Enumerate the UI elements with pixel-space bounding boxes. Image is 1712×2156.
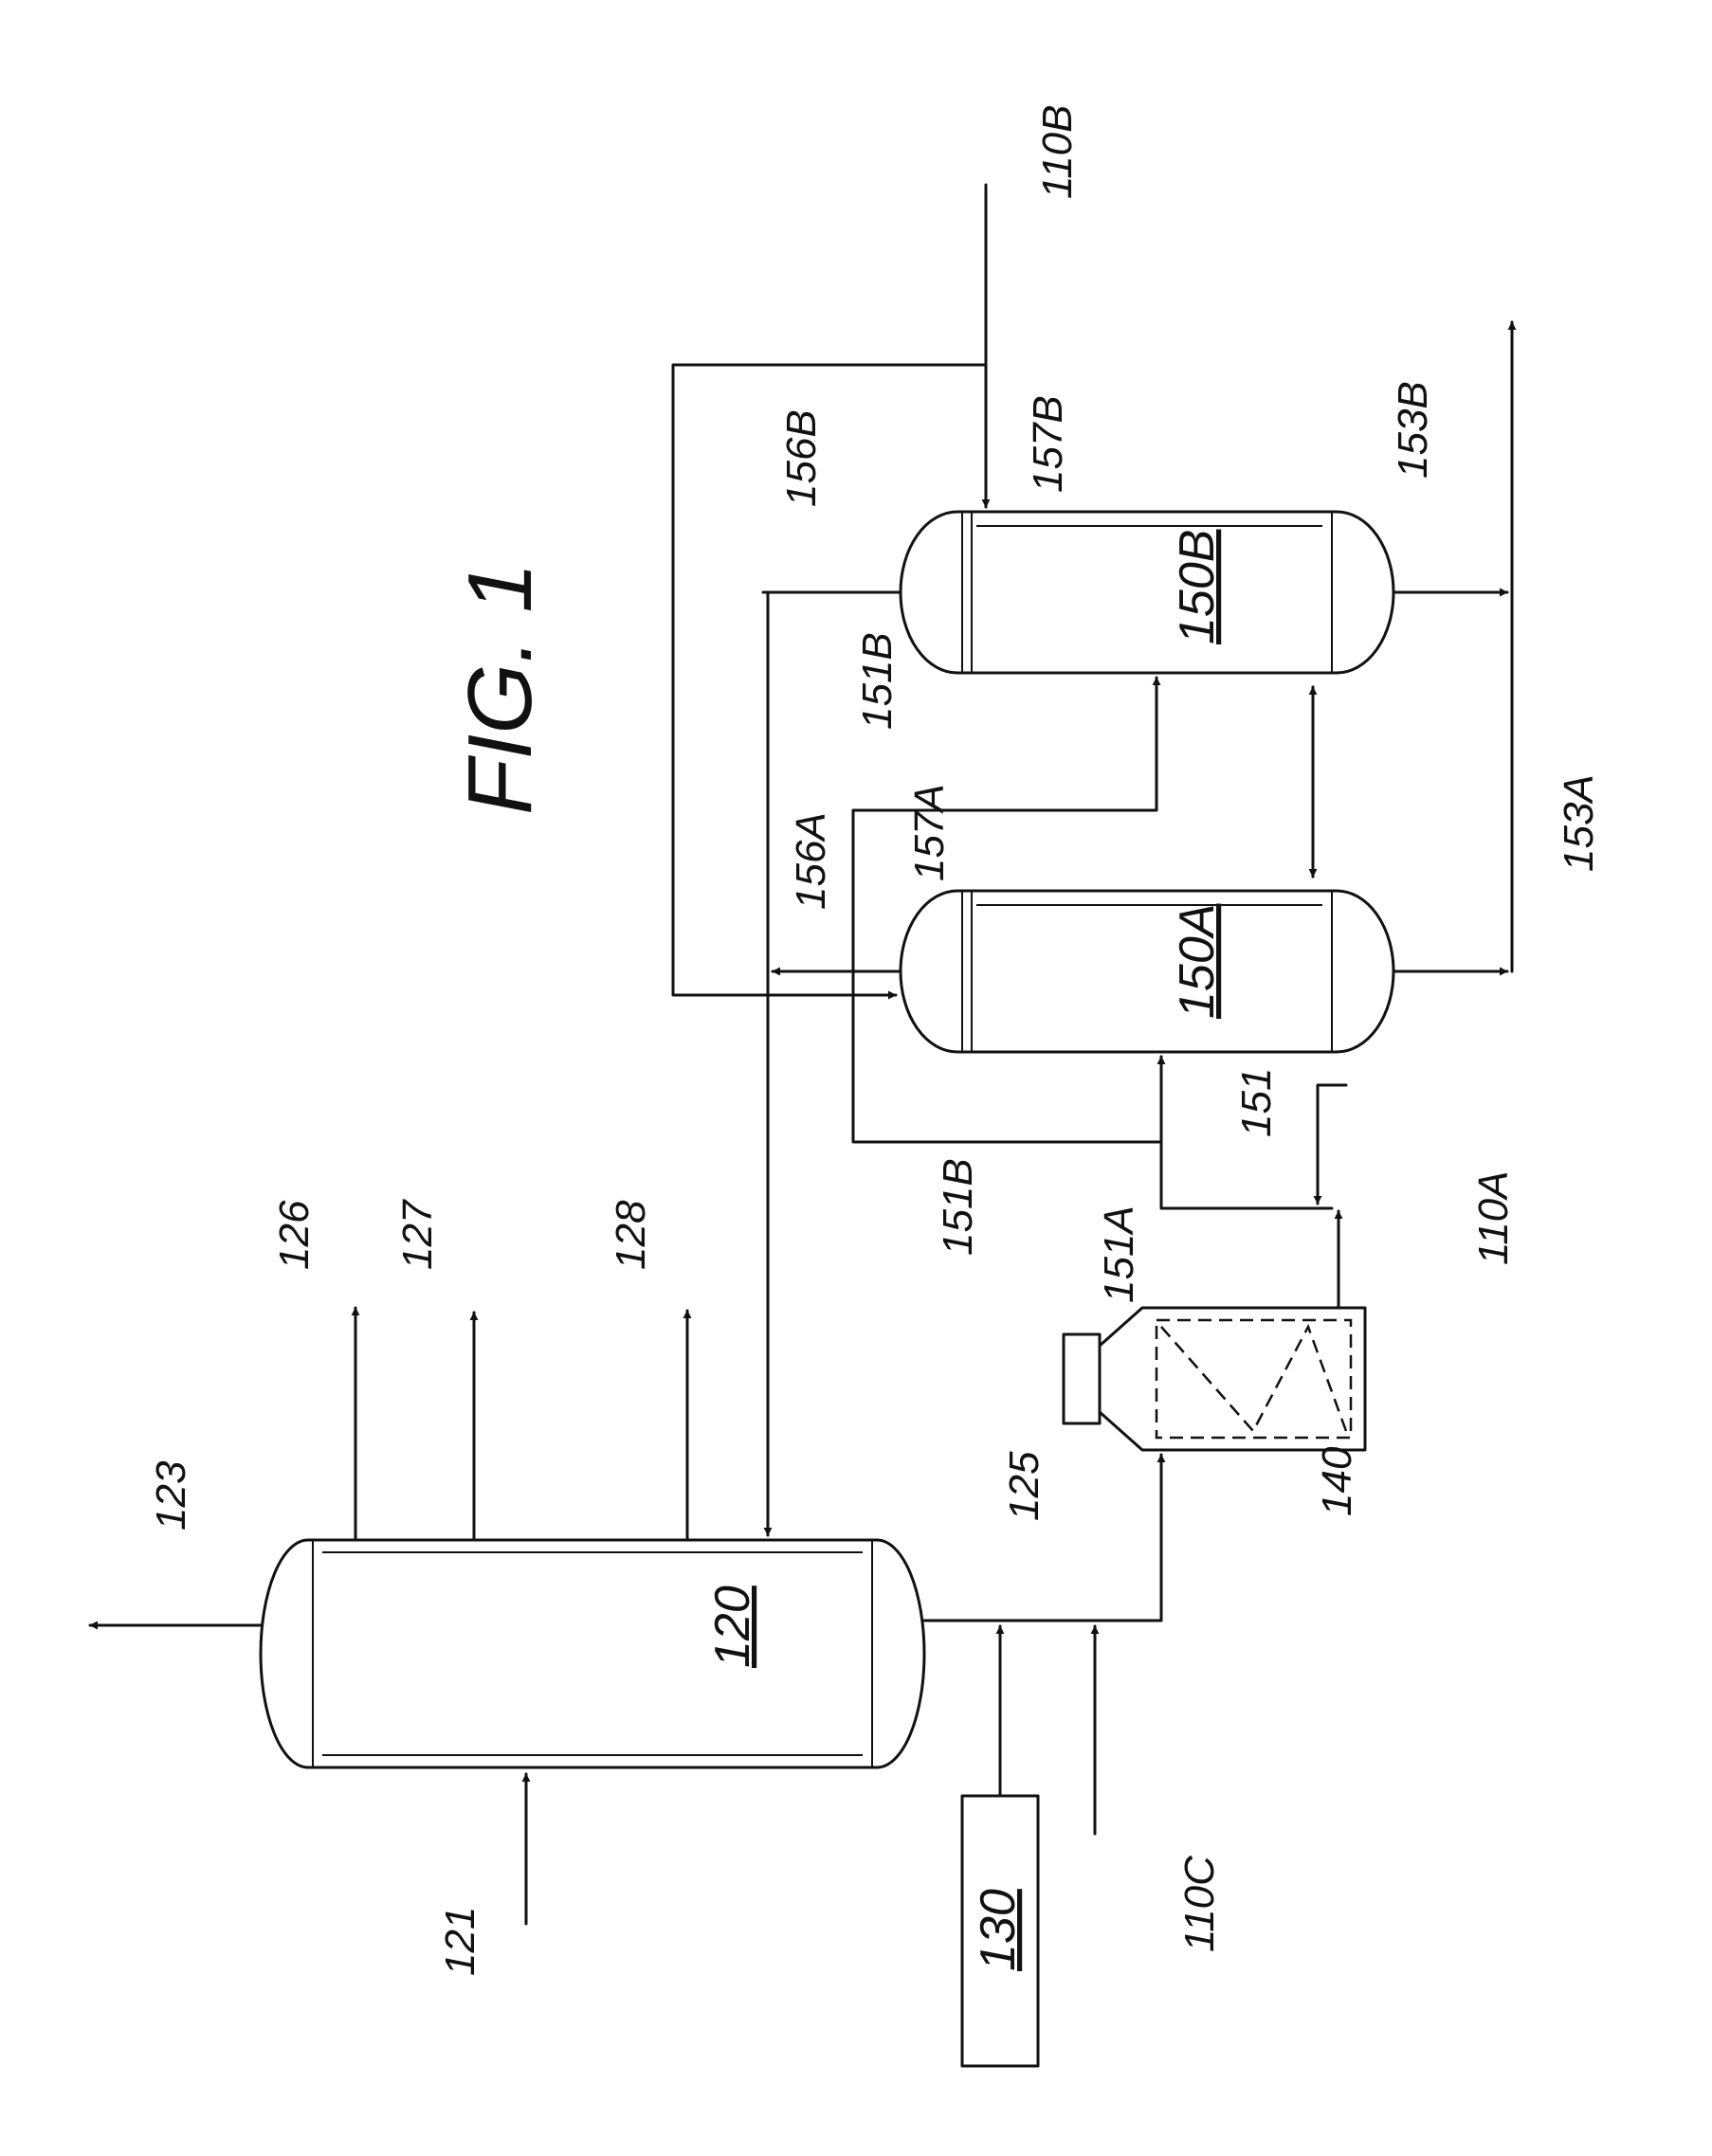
- label-157b: 157B: [1025, 395, 1071, 493]
- label-110b: 110B: [1034, 105, 1081, 200]
- column-120: [261, 1540, 924, 1767]
- column-120-label: 120: [705, 1585, 760, 1668]
- stream-156b-line: [768, 592, 901, 1535]
- label-151b-lower: 151B: [935, 1158, 981, 1256]
- label-156b: 156B: [778, 409, 825, 507]
- label-125: 125: [1001, 1451, 1047, 1521]
- label-110c: 110C: [1176, 1855, 1223, 1952]
- reactor-150b-label: 150B: [1170, 530, 1225, 644]
- label-157a: 157A: [906, 784, 953, 881]
- label-151: 151: [1233, 1068, 1280, 1137]
- label-110a: 110A: [1470, 1171, 1517, 1266]
- stream-110a-line: [1318, 1085, 1346, 1204]
- reactor-150a: [901, 891, 1393, 1052]
- label-126: 126: [271, 1200, 318, 1270]
- label-121: 121: [437, 1907, 483, 1976]
- label-156a: 156A: [788, 812, 834, 910]
- label-151a: 151A: [1096, 1205, 1142, 1303]
- reactor-150b: [901, 512, 1393, 673]
- label-151b-upper: 151B: [854, 632, 901, 730]
- label-128: 128: [608, 1200, 654, 1270]
- heater-140-label: 140: [1314, 1446, 1360, 1516]
- figure-title: FIG. 1: [449, 562, 551, 815]
- heater-140: [1064, 1308, 1365, 1450]
- reactor-150a-label: 150A: [1170, 904, 1225, 1019]
- label-127: 127: [394, 1199, 441, 1270]
- unit-130-label: 130: [971, 1889, 1026, 1971]
- label-153a: 153A: [1556, 774, 1602, 872]
- label-123: 123: [148, 1460, 194, 1531]
- label-153b: 153B: [1390, 381, 1436, 479]
